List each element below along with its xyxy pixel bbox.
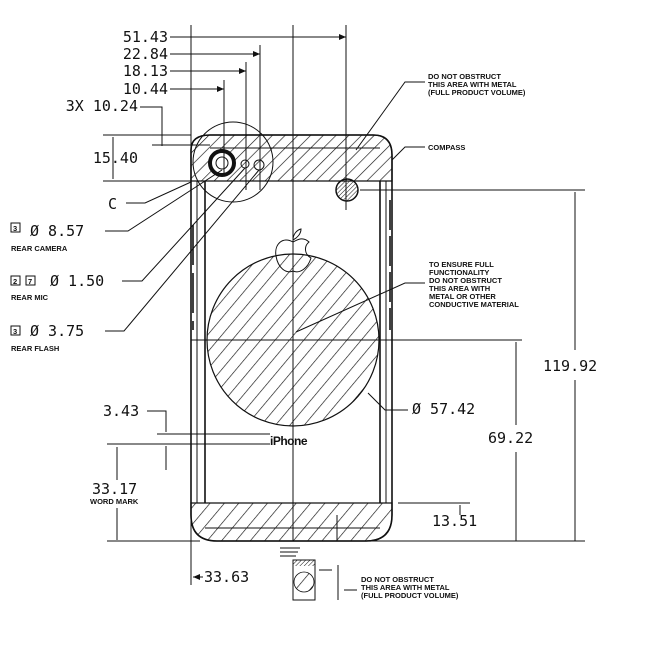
svg-text:(FULL PRODUCT VOLUME): (FULL PRODUCT VOLUME): [361, 591, 459, 600]
svg-text:33.17: 33.17: [92, 480, 137, 498]
svg-text:18.13: 18.13: [123, 62, 168, 80]
svg-text:22.84: 22.84: [123, 45, 168, 63]
note-bottom-metal: DO NOT OBSTRUCT THIS AREA WITH METAL (FU…: [336, 515, 459, 600]
bottom-metal-keepout: [190, 502, 393, 542]
svg-text:Ø 1.50: Ø 1.50: [50, 272, 104, 290]
svg-text:Ø 57.42: Ø 57.42: [412, 400, 475, 418]
top-dimensions: 51.43 22.84 18.13 10.44 3X 10.24 15.40: [66, 28, 346, 190]
svg-text:3X 10.24: 3X 10.24: [66, 97, 138, 115]
wordmark-dimensions: 3.43 33.17 WORD MARK 33.63: [90, 402, 270, 586]
svg-text:51.43: 51.43: [123, 28, 168, 46]
svg-text:2: 2: [13, 277, 17, 286]
svg-text:Ø 8.57: Ø 8.57: [30, 222, 84, 240]
svg-text:69.22: 69.22: [488, 429, 533, 447]
svg-text:WORD MARK: WORD MARK: [90, 497, 139, 506]
svg-text:THIS AREA WITH METAL: THIS AREA WITH METAL: [428, 80, 517, 89]
rear-camera: [192, 121, 274, 203]
svg-text:FUNCTIONALITY: FUNCTIONALITY: [429, 268, 489, 277]
compass-region: [335, 178, 359, 202]
svg-text:3: 3: [13, 224, 17, 233]
svg-text:15.40: 15.40: [93, 149, 138, 167]
svg-text:119.92: 119.92: [543, 357, 597, 375]
note-top-metal: DO NOT OBSTRUCT THIS AREA WITH METAL (FU…: [355, 72, 526, 151]
svg-text:(FULL PRODUCT VOLUME): (FULL PRODUCT VOLUME): [428, 88, 526, 97]
svg-text:REAR FLASH: REAR FLASH: [11, 344, 59, 353]
svg-text:THIS AREA WITH METAL: THIS AREA WITH METAL: [361, 583, 450, 592]
left-callouts: C 3 Ø 8.57 REAR CAMERA 2 7 Ø 1.50 REAR M…: [10, 167, 260, 353]
svg-text:10.44: 10.44: [123, 80, 168, 98]
svg-text:3.43: 3.43: [103, 402, 139, 420]
svg-text:THIS AREA WITH: THIS AREA WITH: [429, 284, 490, 293]
svg-text:REAR MIC: REAR MIC: [11, 293, 49, 302]
svg-text:METAL OR OTHER: METAL OR OTHER: [429, 292, 496, 301]
svg-text:7: 7: [28, 277, 32, 286]
top-metal-keepout: [190, 134, 393, 182]
svg-text:3: 3: [13, 327, 17, 336]
svg-text:C: C: [108, 195, 117, 213]
svg-text:33.63: 33.63: [204, 568, 249, 586]
svg-text:COMPASS: COMPASS: [428, 143, 465, 152]
thumbnail-inset: [267, 543, 344, 601]
note-compass: COMPASS: [391, 143, 465, 161]
svg-text:CONDUCTIVE MATERIAL: CONDUCTIVE MATERIAL: [429, 300, 519, 309]
svg-text:TO ENSURE FULL: TO ENSURE FULL: [429, 260, 494, 269]
svg-text:DO NOT OBSTRUCT: DO NOT OBSTRUCT: [429, 276, 502, 285]
note-nfc: TO ENSURE FULL FUNCTIONALITY DO NOT OBST…: [295, 260, 519, 333]
svg-text:Ø 3.75: Ø 3.75: [30, 322, 84, 340]
svg-text:REAR CAMERA: REAR CAMERA: [11, 244, 68, 253]
svg-text:DO NOT OBSTRUCT: DO NOT OBSTRUCT: [361, 575, 434, 584]
svg-text:DO NOT OBSTRUCT: DO NOT OBSTRUCT: [428, 72, 501, 81]
right-dimensions: 119.92 69.22 13.51 Ø 57.42: [300, 189, 597, 542]
iphone-wordmark: iPhone: [270, 434, 308, 448]
svg-text:13.51: 13.51: [432, 512, 477, 530]
